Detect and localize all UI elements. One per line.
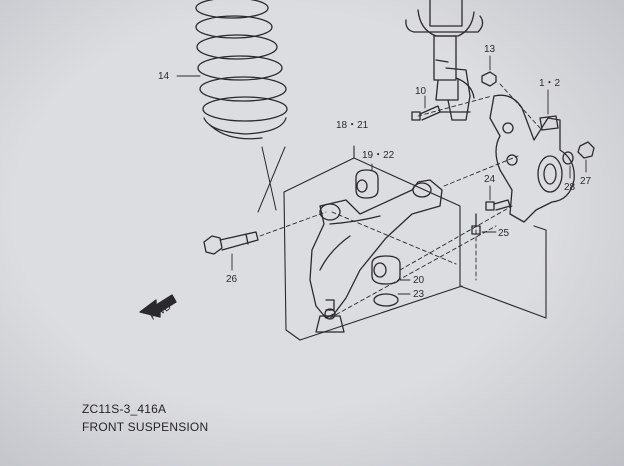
callout-28: 28	[564, 182, 576, 193]
bolt-24	[485, 199, 511, 211]
coil-spring	[195, 0, 288, 140]
washer-28	[562, 151, 574, 165]
callout-20: 20	[413, 275, 425, 286]
steering-knuckle	[489, 94, 575, 223]
callout-27: 27	[580, 176, 592, 187]
callout-13: 13	[484, 44, 496, 55]
ring-23	[373, 293, 399, 307]
bolt-10	[411, 105, 441, 121]
nut-27	[577, 141, 595, 159]
callout-1-2: 1・2	[539, 78, 561, 89]
callout-24: 24	[484, 174, 496, 185]
diagram-code: ZC11S-3_416A	[82, 402, 167, 416]
callout-26: 26	[226, 274, 238, 285]
bushing-19-22	[355, 169, 379, 199]
callout-19-22: 19・22	[362, 150, 395, 161]
bushing-20	[371, 255, 401, 285]
nut-13	[481, 71, 497, 87]
diagram-title: FRONT SUSPENSION	[82, 420, 209, 434]
connection-lines	[259, 83, 541, 319]
callout-14: 14	[158, 71, 170, 82]
callout-10: 10	[415, 86, 427, 97]
callout-23: 23	[413, 289, 425, 300]
lower-control-arm	[309, 179, 443, 319]
callout-25: 25	[498, 228, 510, 239]
callout-18-21: 18・21	[336, 120, 369, 131]
fwd-arrow	[139, 294, 177, 318]
bolt-26	[203, 231, 259, 255]
strut-assembly	[405, 0, 484, 121]
